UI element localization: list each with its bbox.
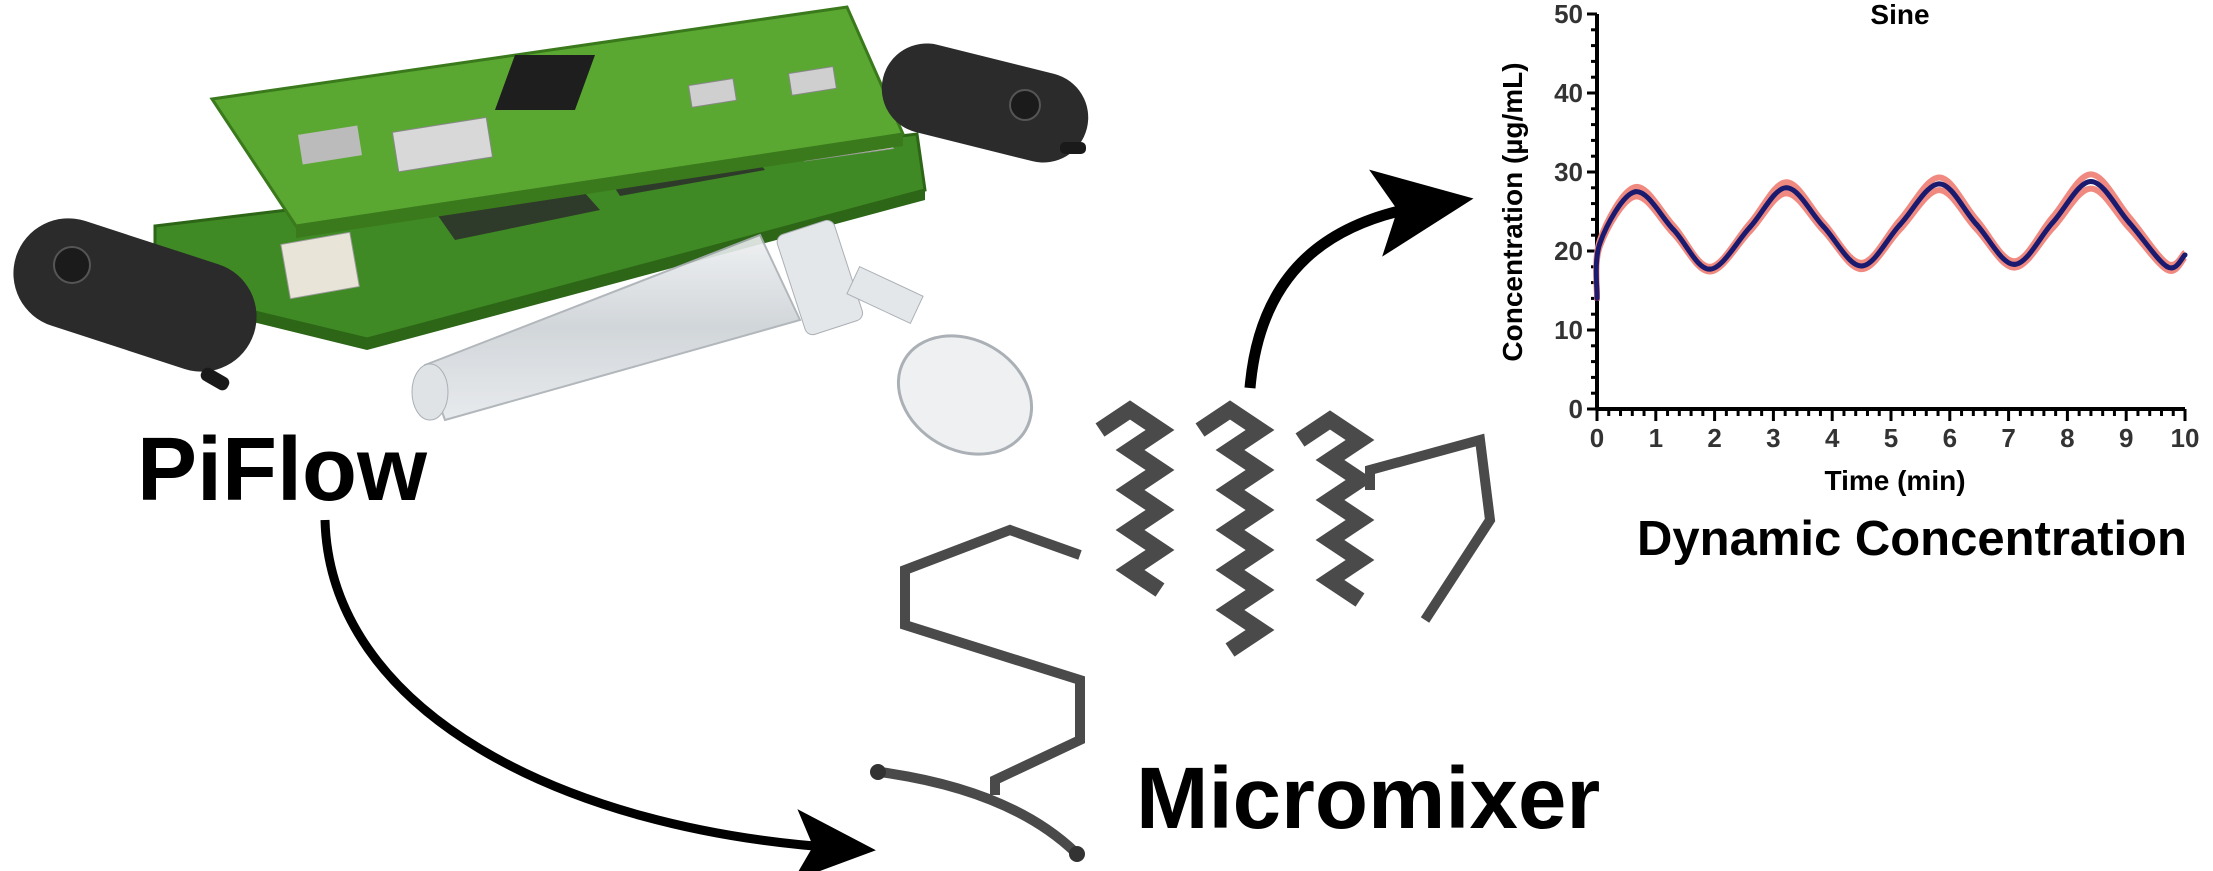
x-tick-label: 10 [2171, 423, 2200, 453]
data-point [2011, 261, 2017, 267]
usb-port [687, 77, 738, 108]
dynamic-concentration-label: Dynamic Concentration [1637, 512, 2187, 566]
data-point [1936, 181, 1942, 187]
piflow-device-illustration [13, 5, 1089, 456]
data-point [1707, 266, 1713, 272]
y-tick-label: 10 [1554, 315, 1583, 345]
data-point [1783, 185, 1789, 191]
mixer-outlet-channel [1365, 433, 1496, 623]
x-tick-label: 0 [1590, 423, 1604, 453]
data-point [2182, 252, 2188, 258]
data-point [1632, 189, 1638, 195]
mixer-channel [900, 524, 1085, 795]
arrow-piflow-to-micromixer [320, 519, 876, 871]
y-tick-label: 40 [1554, 78, 1583, 108]
data-point [2050, 220, 2056, 226]
x-tick-label: 7 [2001, 423, 2015, 453]
x-tick-label: 1 [1649, 423, 1663, 453]
x-tick-label: 5 [1884, 423, 1898, 453]
chart-title: Sine [1870, 0, 1929, 30]
data-point [1594, 295, 1600, 301]
left-pump-pod [13, 218, 257, 391]
data-point [1897, 222, 1903, 228]
hdmi-port [391, 116, 494, 173]
microcentrifuge-tube [411, 219, 1034, 456]
top-pcb-edge [296, 134, 903, 238]
sd-card-slot [298, 125, 362, 165]
concentration-chart: Sine Concentration (µg/mL) Time (min) 0 1… [1497, 0, 2199, 496]
mixer-inlet-arc [879, 767, 1079, 856]
micromixer-label: Micromixer [1136, 750, 1601, 847]
micromixer-illustration [870, 400, 1496, 862]
y-tick-label: 0 [1569, 394, 1583, 424]
data-point [1859, 263, 1865, 269]
y-tick-label: 50 [1554, 0, 1583, 29]
data-point [2088, 178, 2094, 184]
x-tick-label: 9 [2119, 423, 2133, 453]
data-point [1820, 224, 1826, 230]
mixer-serpentine [1095, 400, 1375, 657]
data-point [2164, 264, 2170, 270]
x-tick-label: 4 [1825, 423, 1840, 453]
chart-y-axis-label: Concentration (µg/mL) [1497, 62, 1528, 361]
data-point [1670, 227, 1676, 233]
x-tick-label: 8 [2060, 423, 2074, 453]
x-tick-label: 3 [1766, 423, 1780, 453]
y-tick-label: 20 [1554, 236, 1583, 266]
data-point [1973, 221, 1979, 227]
series-line [1593, 178, 2187, 299]
x-tick-label: 2 [1707, 423, 1721, 453]
x-tick-label: 6 [1943, 423, 1957, 453]
right-pump-pod [881, 43, 1089, 163]
soc-chip [494, 55, 595, 110]
data-point [1747, 224, 1753, 230]
connector [280, 231, 360, 300]
usb-port [787, 65, 838, 96]
data-point [1597, 240, 1603, 246]
piflow-label: PiFlow [137, 420, 427, 520]
data-point [2126, 220, 2132, 226]
arrow-micromixer-to-chart [1244, 169, 1474, 389]
chart-x-axis-label: Time (min) [1824, 465, 1965, 496]
y-tick-label: 30 [1554, 157, 1583, 187]
